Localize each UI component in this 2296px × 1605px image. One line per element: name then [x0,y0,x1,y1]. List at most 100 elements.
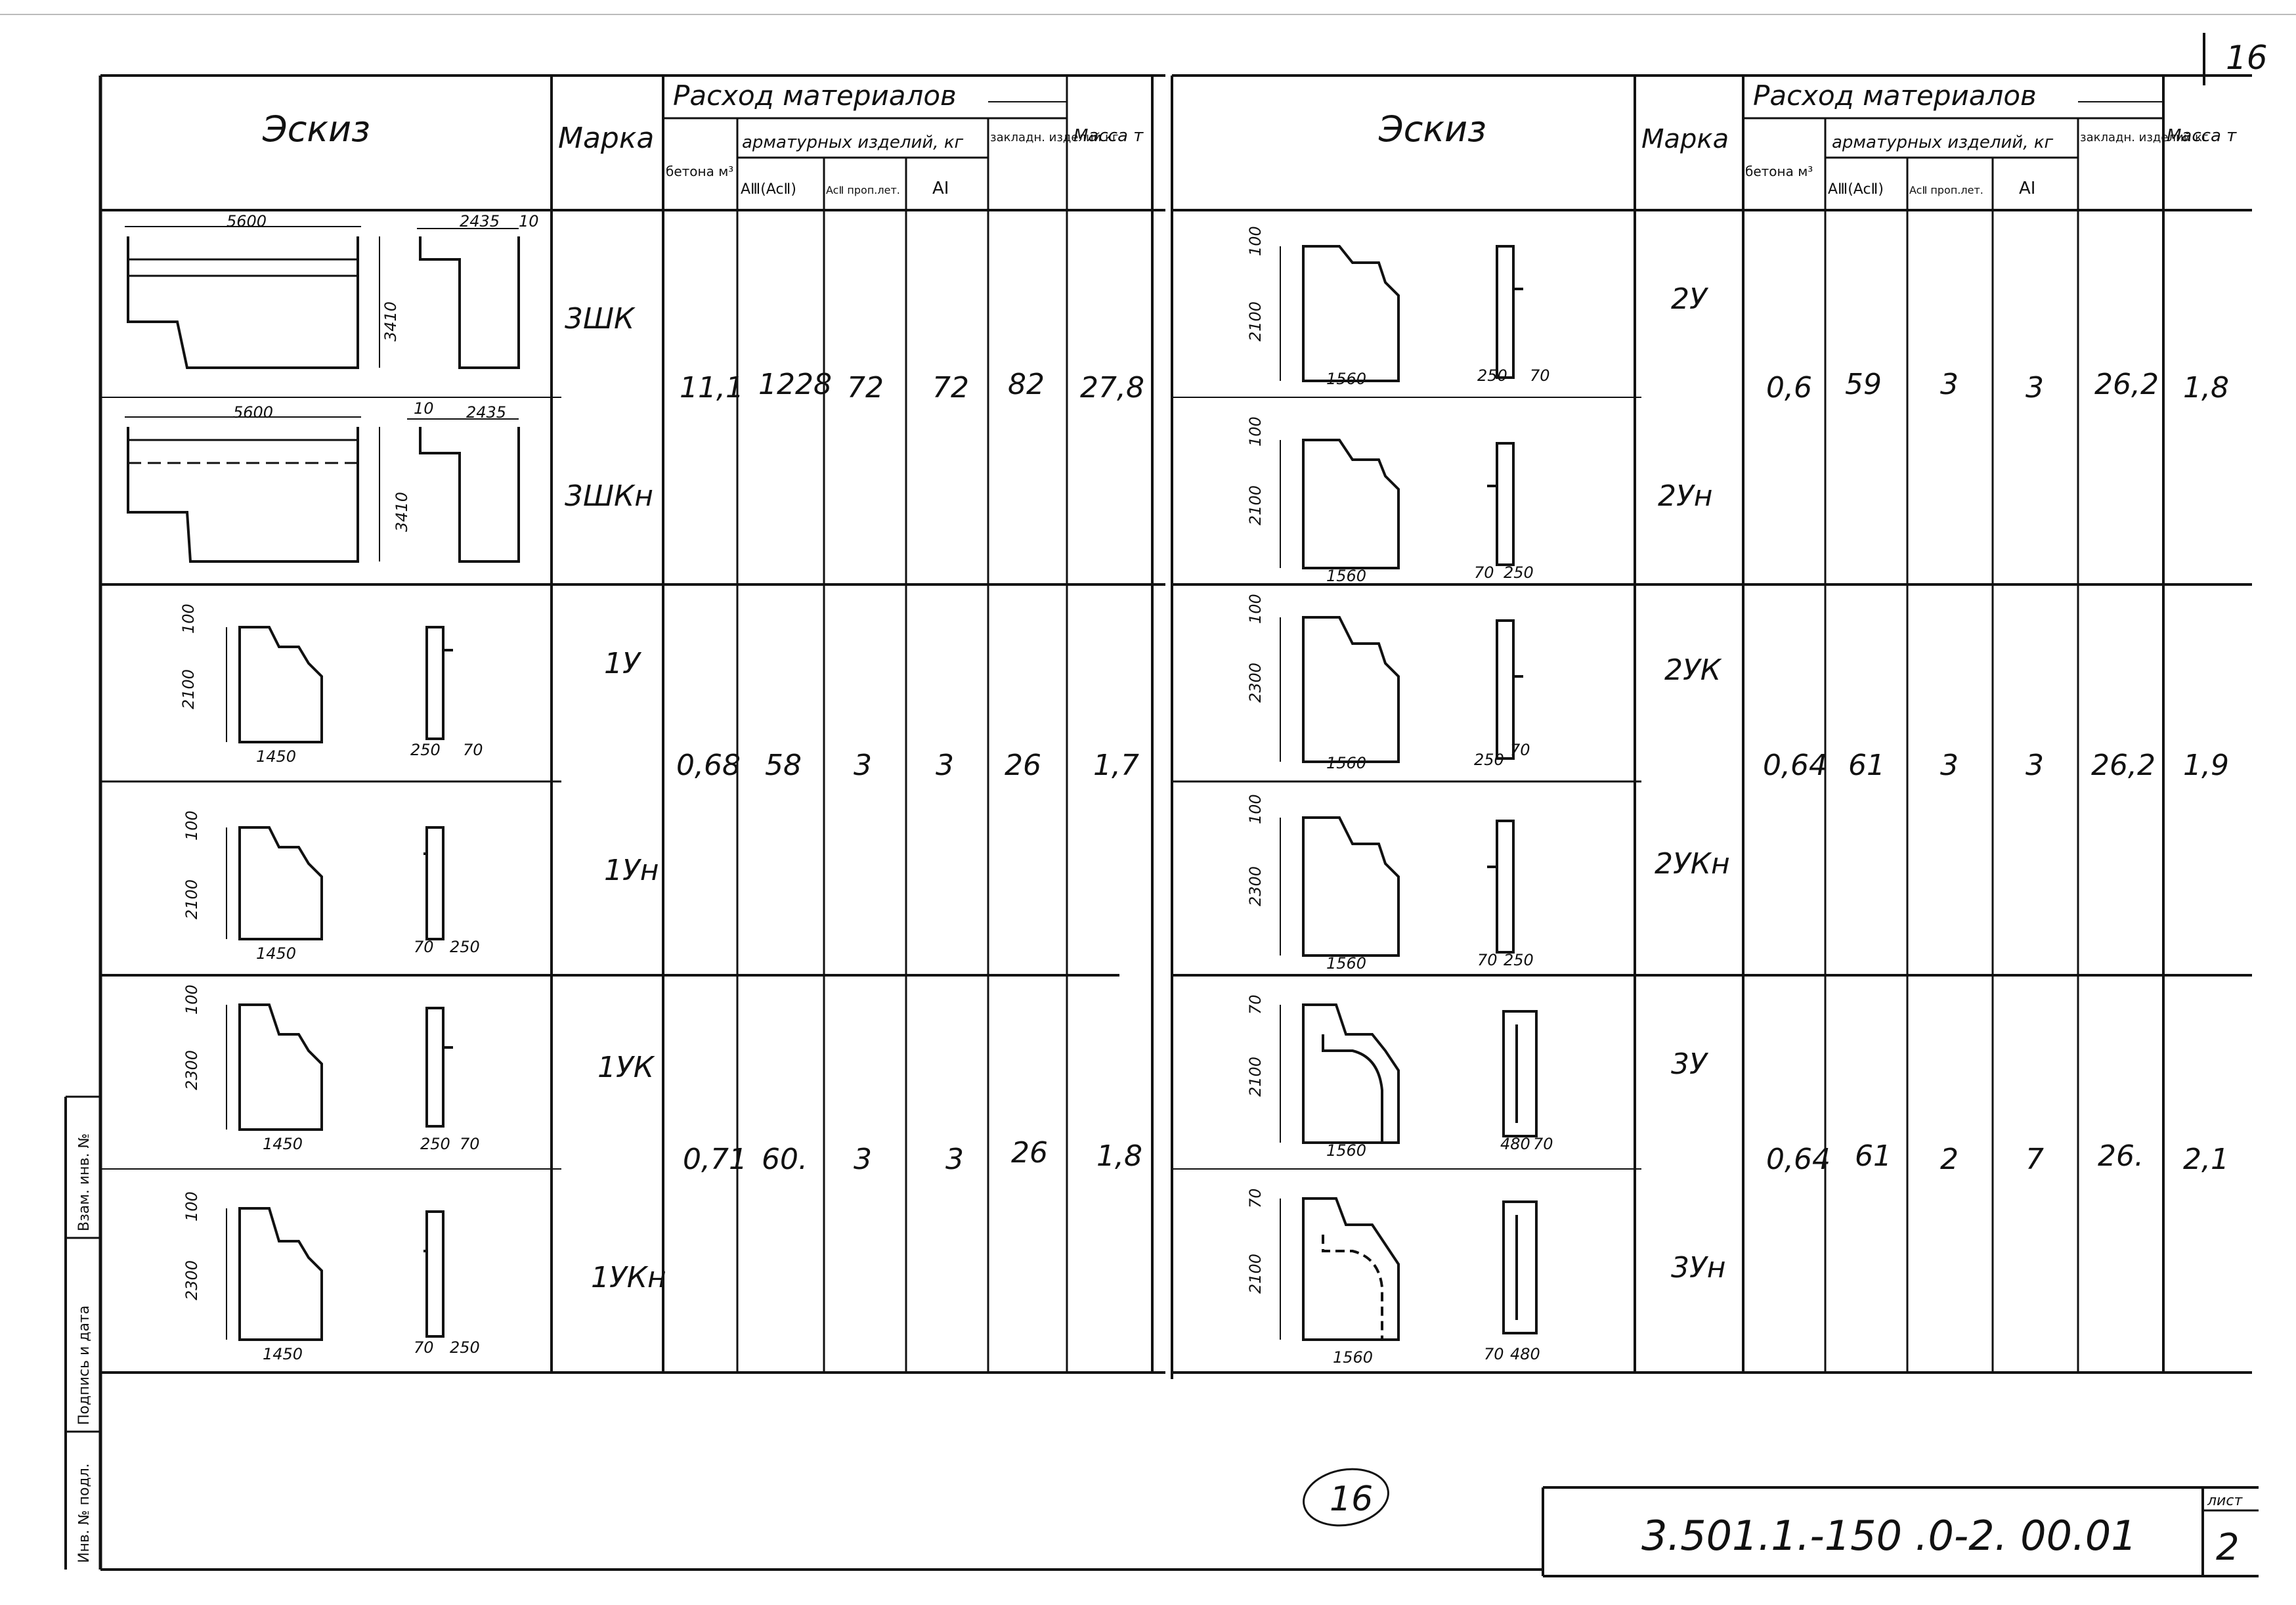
right-table [1172,74,2252,1374]
sketch-2uk-top: 100 [1246,594,1265,624]
left-table [100,74,1173,1379]
sketch-1uk-e: 70 [460,1135,480,1153]
title-block-sheet-label: лист [2207,1493,2243,1509]
side-label-signature: Подпись и дата [76,1306,93,1425]
sketch-1u-h: 2100 [179,669,198,709]
right-value-a3-3: 61 [1855,1139,1892,1173]
right-mark-3: 2УК [1664,653,1722,687]
sketch-3u-e: 70 [1533,1135,1553,1153]
left-header-rebar-ac2: AcⅡ проп.лет. [826,184,900,196]
sketch-1un [226,826,444,940]
left-value-mass-2: 1,7 [1093,749,1139,782]
sketch-1un-e: 70 [414,938,434,956]
sketch-1un-w: 1450 [256,944,296,963]
left-mark-6: 1УКн [591,1261,666,1294]
sketch-2ukn [1280,816,1515,957]
right-value-a3-2: 61 [1848,749,1885,782]
sketch-1u-w: 1450 [256,747,296,766]
right-value-embedded-1: 26,2 [2094,368,2159,401]
right-header-mass: Масса т [2167,126,2237,146]
sketch-1uk [226,1003,453,1131]
sketch-3shk-len: 5600 [227,212,267,231]
left-header-embedded: закладн. изделий кг [990,131,1118,144]
sketch-1un-t: 250 [450,938,480,956]
sketch-3shkn-tip: 10 [414,399,434,418]
sketch-2u-e: 70 [1530,366,1550,385]
left-mark-4: 1Ун [604,854,659,887]
sketch-2un-t: 250 [1504,563,1534,582]
sketch-1uk-w: 1450 [263,1135,303,1153]
right-mark-2: 2Ун [1658,479,1713,513]
title-block [1542,1486,2259,1577]
sketch-2uk-e: 70 [1510,741,1530,759]
sketch-1u [226,626,453,743]
right-value-ac2-1: 3 [1940,368,1959,401]
sketch-2un-w: 1560 [1326,567,1366,585]
sketch-3shkn-h: 3410 [393,492,411,532]
right-value-concrete-1: 0,6 [1766,371,1812,405]
right-header-rebar-ac2: AcⅡ проп.лет. [1909,184,1983,196]
right-header-concrete: бетона м³ [1745,164,1813,179]
sketch-2u-w: 1560 [1326,370,1366,388]
left-value-a3-1: 1228 [758,368,832,401]
sketch-1ukn-top: 100 [183,1191,201,1221]
sketch-1u-top: 100 [179,604,198,634]
right-value-concrete-3: 0,64 [1766,1143,1830,1176]
left-mark-1: 3ШК [565,302,636,336]
right-mark-5: 3У [1671,1047,1709,1081]
stamp-number: 16 [1330,1480,1373,1519]
right-value-mass-1: 1,8 [2183,371,2229,405]
sketch-1ukn-e: 70 [414,1338,434,1357]
left-header-rebar-a3: AⅢ(AcⅡ) [741,181,796,198]
corner-sheet-number: 16 [2226,39,2268,77]
sketch-1un-top: 100 [183,810,201,841]
side-label-vzam: Взам. инв. № [76,1133,93,1231]
sketch-1ukn [226,1207,444,1341]
left-header-mass: Масса т [1073,126,1144,146]
sketch-1uk-h: 2300 [183,1050,201,1090]
left-mark-5: 1УК [597,1051,655,1084]
left-header-concrete: бетона м³ [666,164,733,179]
left-mark-2: 3ШКн [565,479,653,513]
sketch-3u-top: 70 [1246,994,1265,1015]
right-value-a3-1: 59 [1845,368,1882,401]
left-value-ac2-1: 72 [847,371,884,405]
sketch-2ukn-h: 2300 [1246,866,1265,906]
sketch-2ukn-e: 70 [1477,951,1498,969]
sketch-3un-top: 70 [1246,1188,1265,1208]
side-label-inv-podl: Инв. № подл. [76,1463,93,1563]
right-mark-1: 2У [1671,282,1709,316]
left-value-concrete-2: 0,68 [676,749,741,782]
left-header-reinforcement: арматурных изделий, кг [742,133,964,152]
right-value-ac2-3: 2 [1940,1143,1959,1176]
right-value-a1-1: 3 [2025,371,2044,405]
sketch-1un-h: 2100 [183,879,201,919]
right-mark-6: 3Ун [1671,1251,1726,1285]
sketch-2uk-t: 250 [1474,751,1504,769]
left-value-a3-2: 58 [765,749,802,782]
sketch-2u-top: 100 [1246,226,1265,256]
sketch-1ukn-h: 2300 [183,1260,201,1300]
left-value-ac2-2: 3 [854,749,872,782]
right-value-embedded-3: 26. [2098,1139,2144,1173]
sketch-1u-t: 250 [410,741,441,759]
right-header-rebar-a1: AI [2019,179,2035,198]
sketch-3shk [125,226,520,369]
sketch-2uk-w: 1560 [1326,754,1366,772]
sketch-3shkn [125,416,520,563]
sketch-2uk [1280,616,1523,763]
left-header-mark: Марка [558,121,654,155]
right-header-reinforcement: арматурных изделий, кг [1832,133,2054,152]
left-value-a1-2: 3 [936,749,954,782]
left-header-rebar-a1: AI [932,179,949,198]
sketch-2un-h: 2100 [1246,485,1265,525]
right-mark-4: 2УКн [1655,847,1730,881]
sketch-3shk-sec: 2435 [460,212,500,231]
sketch-2uk-h: 2300 [1246,663,1265,703]
left-value-mass-3: 1,8 [1096,1139,1142,1173]
right-header-consumption: Расход материалов [1753,79,2037,112]
sketch-2ukn-top: 100 [1246,794,1265,824]
left-header-consumption: Расход материалов [673,79,957,112]
left-value-embedded-1: 82 [1008,368,1045,401]
